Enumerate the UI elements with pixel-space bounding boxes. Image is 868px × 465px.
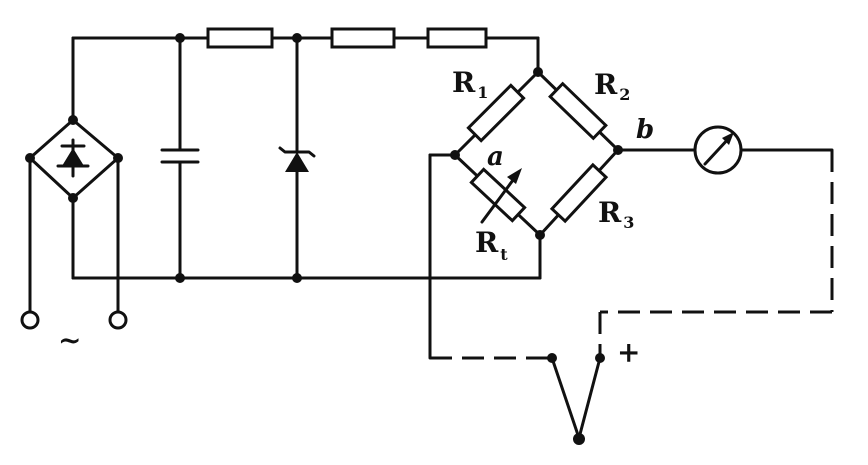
- capacitor-node-bottom: [175, 273, 185, 283]
- ac-input-leads: [28, 156, 120, 314]
- thermocouple-node-right: [595, 353, 605, 363]
- series-resistor-2: [330, 27, 396, 49]
- variable-arrow: [480, 168, 522, 224]
- resistor-r2: [548, 81, 608, 141]
- label-node-a: a: [487, 142, 504, 172]
- label-node-b: b: [636, 115, 654, 145]
- thermocouple: [550, 356, 602, 440]
- ac-terminal-left: [20, 310, 40, 330]
- rectifier-node-top: [68, 115, 78, 125]
- bridge-node-bottom: [535, 230, 545, 240]
- resistor-rt: [469, 167, 527, 223]
- ac-symbol-label: ~: [58, 324, 81, 357]
- zener-diode: [278, 36, 316, 280]
- rectifier-node-bottom: [68, 193, 78, 203]
- compensation-leads: [430, 150, 834, 360]
- label-plus: +: [617, 336, 640, 369]
- series-resistor-3: [426, 27, 488, 49]
- thermocouple-node-left: [547, 353, 557, 363]
- zener-node-bottom: [292, 273, 302, 283]
- series-resistor-1: [206, 27, 274, 49]
- bridge-node-top: [533, 67, 543, 77]
- meter-leads: [428, 148, 834, 360]
- resistor-r3: [549, 162, 609, 224]
- resistor-r1: [466, 83, 526, 143]
- capacitor-node-top: [175, 33, 185, 43]
- galvanometer: [693, 125, 743, 175]
- bottom-rail: [71, 196, 542, 280]
- filter-capacitor: [160, 36, 200, 280]
- thermocouple-hot-junction: [573, 433, 585, 445]
- zener-node-top: [292, 33, 302, 43]
- ac-terminal-right: [108, 310, 128, 330]
- bridge-rectifier: [28, 118, 120, 200]
